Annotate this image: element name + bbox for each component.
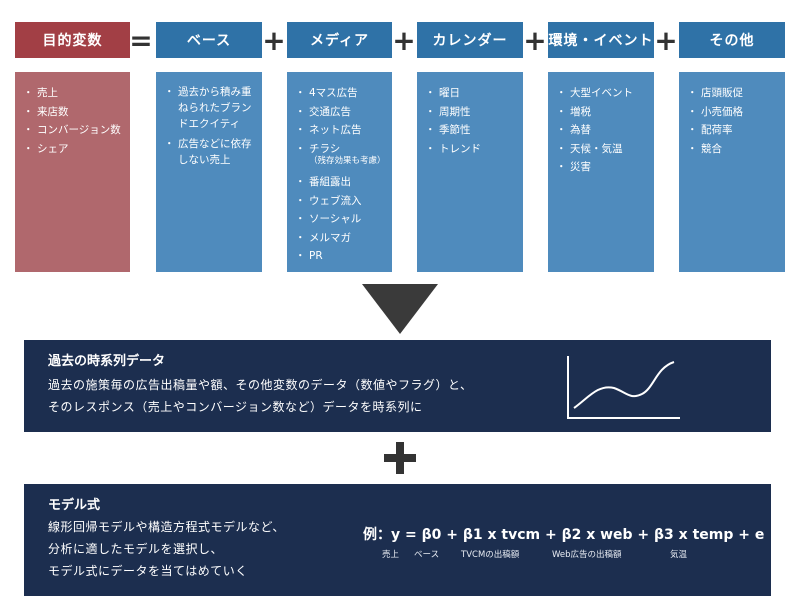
list-item: 過去から積み重ねられたブランドエクイティ — [164, 84, 254, 132]
column-target: 売上 来店数 コンバージョン数 シェア — [15, 72, 130, 272]
timeseries-panel: 過去の時系列データ 過去の施策毎の広告出稿量や額、その他変数のデータ（数値やフラ… — [24, 340, 771, 432]
model-title: モデル式 — [48, 498, 101, 513]
plus-sign: + — [392, 23, 416, 57]
down-arrow-icon — [362, 284, 438, 334]
column-media: 4マス広告 交通広告 ネット広告 チラシ（残存効果も考慮） 番組露出 ウェブ流入… — [287, 72, 392, 272]
model-line: モデル式にデータを当てはめていく — [48, 564, 248, 578]
formula-label-base: ベース — [414, 550, 440, 560]
list-item: 災害 — [556, 158, 646, 177]
list-item: 季節性 — [425, 121, 515, 140]
list-item: 天候・気温 — [556, 140, 646, 159]
list-item: 競合 — [687, 140, 777, 159]
list-item: 大型イベント — [556, 84, 646, 103]
timeseries-line: 過去の施策毎の広告出稿量や額、その他変数のデータ（数値やフラグ）と、 — [48, 378, 473, 392]
list-item: ウェブ流入 — [295, 192, 384, 211]
header-calendar: カレンダー — [417, 22, 523, 58]
model-line: 分析に適したモデルを選択し、 — [48, 542, 224, 556]
list-item: 曜日 — [425, 84, 515, 103]
model-description: 線形回帰モデルや構造方程式モデルなど、 分析に適したモデルを選択し、 モデル式に… — [48, 516, 285, 582]
list-item: 来店数 — [23, 103, 122, 122]
header-base: ベース — [156, 22, 262, 58]
list-item: PR — [295, 247, 384, 266]
plus-sign: + — [262, 23, 286, 57]
list-item: コンバージョン数 — [23, 121, 122, 140]
header-other: その他 — [679, 22, 785, 58]
list-item: 番組露出 — [295, 173, 384, 192]
model-formula: 例：y = β0 + β1 x tvcm + β2 x web + β3 x t… — [363, 527, 765, 543]
list-item-label: チラシ — [309, 142, 341, 155]
formula-label-y: 売上 — [382, 550, 400, 560]
formula-label-temp: 気温 — [670, 550, 688, 560]
list-item: シェア — [23, 140, 122, 159]
formula-label-web: Web広告の出稿額 — [552, 550, 622, 560]
list-item: チラシ（残存効果も考慮） — [295, 140, 386, 168]
header-target: 目的変数 — [15, 22, 130, 58]
timeseries-line: そのレスポンス（売上やコンバージョン数など）データを時系列に — [48, 400, 423, 414]
column-other: 店頭販促 小売価格 配荷率 競合 — [679, 72, 785, 272]
list-item: 売上 — [23, 84, 122, 103]
timeseries-title: 過去の時系列データ — [48, 354, 166, 369]
list-item-note: （残存効果も考慮） — [309, 156, 386, 166]
list-item: 配荷率 — [687, 121, 777, 140]
list-item: メルマガ — [295, 229, 384, 248]
plus-sign: + — [654, 23, 678, 57]
list-item: 周期性 — [425, 103, 515, 122]
header-media: メディア — [287, 22, 392, 58]
column-calendar: 曜日 周期性 季節性 トレンド — [417, 72, 523, 272]
list-item: トレンド — [425, 140, 515, 159]
list-item: ソーシャル — [295, 210, 384, 229]
list-item: 為替 — [556, 121, 646, 140]
model-panel: モデル式 線形回帰モデルや構造方程式モデルなど、 分析に適したモデルを選択し、 … — [24, 484, 771, 596]
list-item: 増税 — [556, 103, 646, 122]
list-item: 広告などに依存しない売上 — [164, 136, 254, 168]
column-base: 過去から積み重ねられたブランドエクイティ 広告などに依存しない売上 — [156, 72, 262, 272]
timeseries-description: 過去の施策毎の広告出稿量や額、その他変数のデータ（数値やフラグ）と、 そのレスポ… — [48, 374, 473, 418]
formula-label-tvcm: TVCMの出稿額 — [461, 550, 520, 560]
equals-sign: = — [129, 23, 153, 57]
header-environment: 環境・イベント — [548, 22, 654, 58]
plus-sign: + — [523, 23, 547, 57]
list-item: 小売価格 — [687, 103, 777, 122]
list-item: 店頭販促 — [687, 84, 777, 103]
list-item: 4マス広告 — [295, 84, 384, 103]
list-item: 交通広告 — [295, 103, 384, 122]
model-line: 線形回帰モデルや構造方程式モデルなど、 — [48, 520, 285, 534]
plus-icon — [384, 442, 416, 474]
column-environment: 大型イベント 増税 為替 天候・気温 災害 — [548, 72, 654, 272]
list-item: ネット広告 — [295, 121, 384, 140]
line-chart-icon — [567, 356, 680, 419]
